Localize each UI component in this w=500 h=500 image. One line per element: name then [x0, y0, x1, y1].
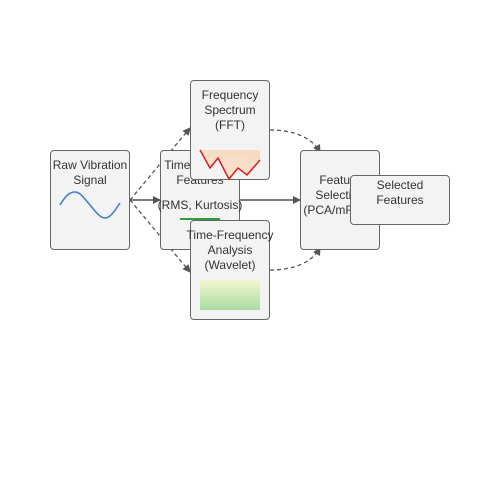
arrow-fft-to-selection: [269, 129, 321, 153]
node-raw-signal-label: Raw Vibration Signal: [40, 158, 140, 188]
arrow-raw-to-fft: [129, 127, 191, 201]
fft-line1: Frequency: [201, 88, 259, 102]
wavelet-scalogram-icon: [200, 280, 260, 310]
arrow-raw-to-tf: [129, 199, 191, 273]
node-fft-label: Frequency Spectrum (FFT): [180, 88, 280, 133]
raw-line1: Raw Vibration: [52, 158, 128, 172]
fft-line2: Spectrum: [204, 103, 256, 117]
time-bar-icon: [180, 218, 220, 220]
node-selected-features: [350, 175, 450, 225]
selected-line2: Features: [376, 193, 424, 207]
node-time-frequency-label: Time-Frequency Analysis (Wavelet): [180, 228, 280, 273]
time-line3: (RMS, Kurtosis): [157, 198, 243, 212]
selected-line1: Selected: [376, 178, 424, 192]
tf-line3: (Wavelet): [204, 258, 256, 272]
fft-line3: (FFT): [215, 118, 245, 132]
tf-line2: Analysis: [207, 243, 253, 257]
raw-line2: Signal: [73, 173, 107, 187]
node-selected-features-label: Selected Features: [350, 178, 450, 208]
tf-line1: Time-Frequency: [186, 228, 274, 242]
